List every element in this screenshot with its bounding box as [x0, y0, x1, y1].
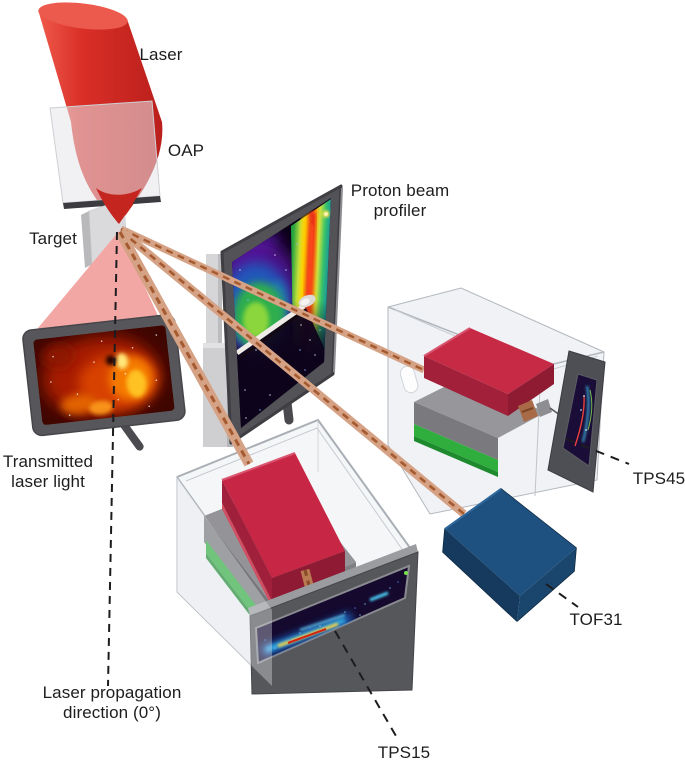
laser-top-face	[38, 2, 128, 30]
proton-beam-to-tps15	[115, 229, 254, 467]
tps45-magnet	[423, 327, 554, 416]
tps45-leader-line	[565, 438, 630, 465]
transmitted-light-screen	[22, 314, 186, 451]
proton-beam-profiler	[220, 184, 343, 445]
label-target: Target	[29, 229, 77, 248]
tps45-platform-green-edge	[414, 424, 498, 472]
label-tps15: TPS15	[377, 743, 431, 762]
laser-focus-tip	[96, 188, 142, 224]
label-oap: OAP	[167, 141, 205, 160]
beam-entrance-hole	[399, 365, 419, 394]
label-tps45: TPS45	[632, 469, 685, 488]
screen-leg	[120, 421, 144, 451]
tps15-spectrometer	[177, 452, 419, 695]
label-laser: Laser	[139, 45, 183, 64]
transmitted-light-image	[33, 324, 175, 426]
label-laser-propagation-direction: Laser propagation direction (0°)	[42, 683, 182, 722]
laser-propagation-axis	[107, 231, 118, 687]
oap-mirror	[49, 100, 161, 209]
label-transmitted-laser-light: Transmitted laser light	[2, 452, 94, 491]
tps45-spectrometer	[414, 327, 606, 493]
label-tof31: TOF31	[569, 610, 623, 629]
proton-beam-to-tof31	[118, 227, 467, 518]
proton-beam-to-tps45	[119, 225, 426, 374]
tof31-leader-line	[545, 583, 579, 608]
tps15-magnet	[221, 452, 345, 607]
tps15-leader-line	[334, 630, 397, 737]
transmitted-laser-cone	[28, 231, 160, 340]
label-proton-beam-profiler: Proton beam profiler	[350, 181, 450, 220]
